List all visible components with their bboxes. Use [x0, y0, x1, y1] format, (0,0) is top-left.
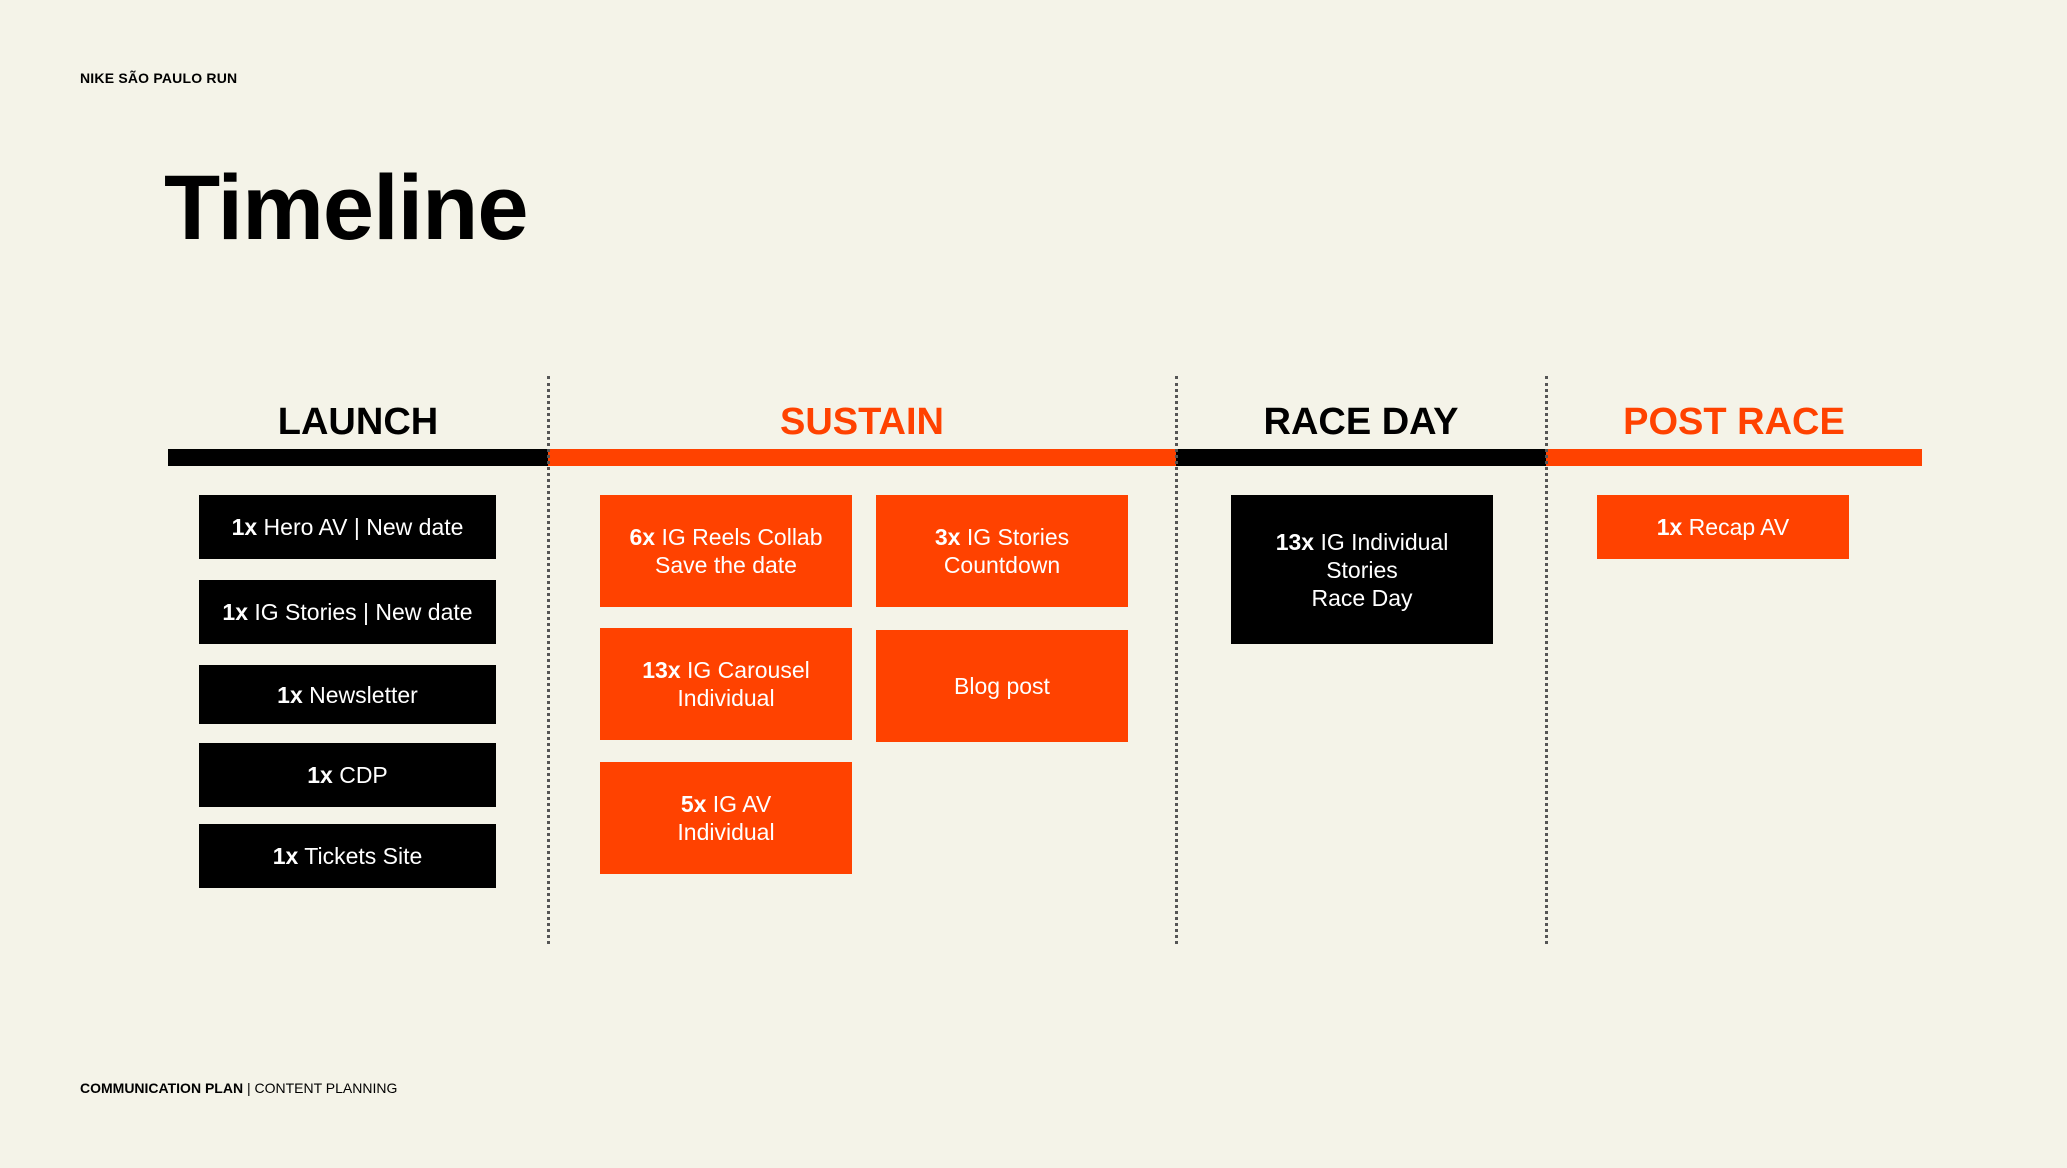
sustain-card-ig-carousel: 13x IG Carousel Individual: [600, 628, 852, 740]
phase-divider: [1545, 376, 1548, 944]
post-race-card-recap-av: 1x Recap AV: [1597, 495, 1849, 559]
phase-bar-race-day: [1176, 449, 1546, 466]
phase-header-sustain: SUSTAIN: [780, 400, 944, 443]
sustain-card-ig-stories-countdown: 3x IG Stories Countdown: [876, 495, 1128, 607]
phase-bar-sustain: [548, 449, 1176, 466]
phase-header-race-day: RACE DAY: [1263, 400, 1459, 443]
phase-header-launch: LAUNCH: [277, 400, 439, 443]
phase-header-post-race: POST RACE: [1623, 400, 1845, 443]
phase-divider: [1175, 376, 1178, 944]
sustain-card-ig-reels-collab: 6x IG Reels Collab Save the date: [600, 495, 852, 607]
launch-card-cdp: 1x CDP: [199, 743, 496, 807]
footer-label: COMMUNICATION PLAN | CONTENT PLANNING: [80, 1080, 398, 1096]
brand-label: NIKE SÃO PAULO RUN: [80, 70, 238, 86]
phase-bar-post-race: [1546, 449, 1922, 466]
phase-divider: [547, 376, 550, 944]
phase-bar-launch: [168, 449, 548, 466]
page-title: Timeline: [164, 157, 529, 259]
launch-card-newsletter: 1x Newsletter: [199, 665, 496, 724]
launch-card-hero-av: 1x Hero AV | New date: [199, 495, 496, 559]
launch-card-tickets-site: 1x Tickets Site: [199, 824, 496, 888]
race-day-card-ig-individual-stories: 13x IG Individual Stories Race Day: [1231, 495, 1493, 644]
sustain-card-blog-post: Blog post: [876, 630, 1128, 742]
launch-card-ig-stories: 1x IG Stories | New date: [199, 580, 496, 644]
sustain-card-ig-av: 5x IG AV Individual: [600, 762, 852, 874]
